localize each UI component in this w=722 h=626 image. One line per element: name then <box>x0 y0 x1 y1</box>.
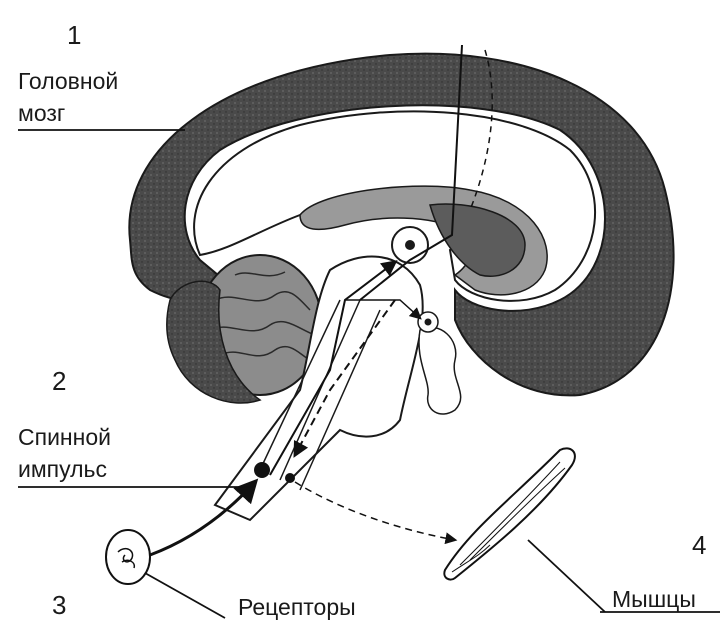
label-receptors: Рецепторы <box>238 592 356 622</box>
spinal-neuron-2 <box>285 473 295 483</box>
label-number-3: 3 <box>52 590 66 621</box>
label-brain-line2: мозг <box>18 98 65 128</box>
label-spinal-line2: импульс <box>18 454 107 484</box>
leader-receptor <box>145 573 225 618</box>
label-brain-line1: Головной <box>18 66 118 96</box>
label-number-4: 4 <box>692 530 706 561</box>
receptor <box>106 530 150 584</box>
leader-muscle <box>528 540 605 612</box>
label-spinal-line1: Спинной <box>18 422 111 452</box>
label-number-2: 2 <box>52 366 66 397</box>
efferent-arrow <box>295 482 455 540</box>
pituitary-region <box>419 327 461 414</box>
label-muscles: Мышцы <box>612 584 696 614</box>
spinal-neuron-1 <box>254 462 270 478</box>
label-number-1: 1 <box>67 20 81 51</box>
muscle <box>444 448 575 579</box>
